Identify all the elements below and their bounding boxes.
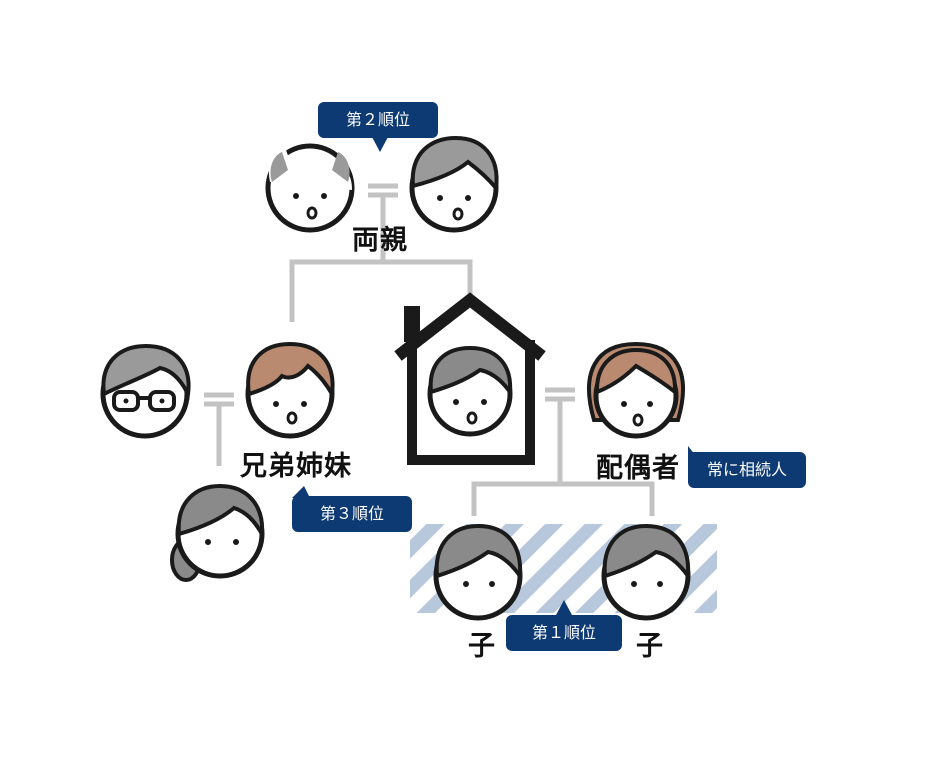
grandfather-icon	[265, 143, 355, 233]
badge-rank2-tail	[372, 137, 388, 152]
child-right-label: 子	[636, 631, 664, 662]
grandmother-icon	[409, 135, 499, 233]
siblings-label: 兄弟姉妹	[240, 451, 352, 482]
child-left-icon	[433, 523, 523, 621]
rank2-badge: 第２順位	[318, 102, 438, 138]
always-heir-badge: 常に相続人	[688, 452, 806, 488]
spouse-icon	[587, 341, 685, 439]
connectors	[204, 183, 655, 516]
rank1-badge: 第１順位	[506, 615, 622, 651]
child-right-icon	[601, 523, 691, 621]
niece-icon	[170, 483, 265, 582]
deceased-house-icon	[394, 292, 546, 465]
child-left-label: 子	[468, 631, 496, 662]
badge-rank1-tail	[556, 600, 572, 615]
sibling-icon	[245, 341, 335, 439]
badge-rank3-tail	[292, 486, 310, 498]
parents-label: 両親	[352, 225, 408, 256]
spouse-label: 配偶者	[596, 453, 680, 484]
rank3-badge: 第３順位	[292, 496, 412, 532]
sibling-spouse-icon	[100, 343, 191, 439]
